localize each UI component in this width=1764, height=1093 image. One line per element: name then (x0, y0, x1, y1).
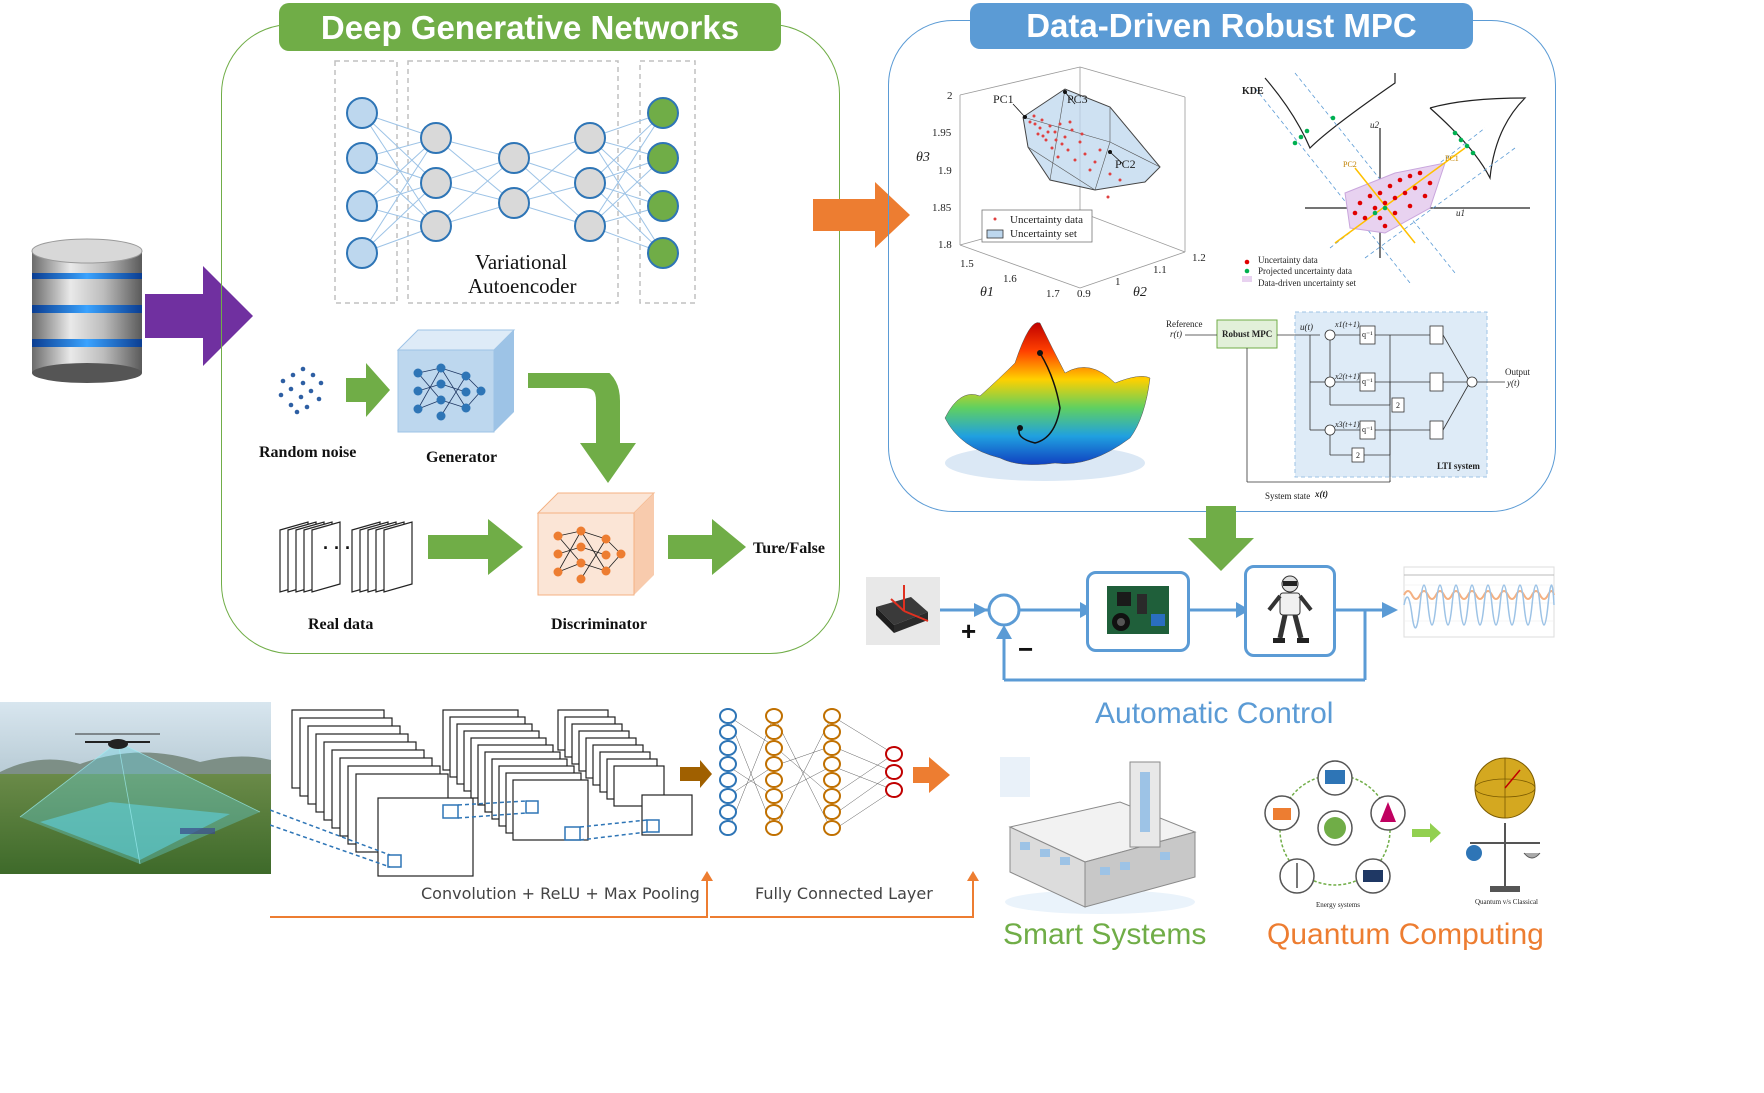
response-plot (1396, 565, 1556, 652)
motor-driver-icon (1107, 586, 1169, 634)
legend-set-label: Uncertainty set (1010, 228, 1077, 240)
generator-label: Generator (426, 449, 498, 466)
quantum-classical-label: Quantum v/s Classical (1475, 898, 1538, 906)
y-axis-label: θ2 (1133, 285, 1147, 300)
random-noise-icon (275, 365, 335, 420)
output-label: Output (1505, 367, 1531, 377)
green-arrow-icon (346, 363, 391, 423)
purple-arrow-icon (145, 266, 255, 371)
output-signal: y(t) (1507, 378, 1520, 388)
real-data-dots: · · · (323, 538, 351, 558)
sensor-image (866, 577, 940, 650)
delay-block: q⁻¹ (1362, 377, 1373, 386)
discriminator-label: Discriminator (551, 616, 647, 633)
real-data-icon (278, 518, 418, 598)
energy-systems-label: Energy systems (1316, 901, 1361, 909)
delay-block: q⁻¹ (1362, 330, 1373, 339)
energy-systems-image (1255, 758, 1415, 913)
kde-legend-item: Uncertainty data (1258, 255, 1318, 265)
z-tick: 1.8 (938, 239, 952, 251)
y-tick: 0.9 (1077, 288, 1091, 300)
y-tick: 1 (1115, 276, 1121, 288)
robot-box (1244, 565, 1336, 657)
z-tick: 1.9 (938, 165, 952, 177)
pc3-label: PC3 (1067, 92, 1088, 106)
x-tick: 1.7 (1046, 288, 1060, 300)
kde-plot (1235, 68, 1535, 288)
x-tick: 1.6 (1003, 273, 1017, 285)
green-arrow-icon (428, 519, 524, 580)
vae-label-line2: Autoencoder (468, 274, 577, 298)
gain-block: 2 (1396, 401, 1400, 410)
dgn-title: Deep Generative Networks (279, 3, 781, 51)
discriminator-cube-icon (536, 491, 661, 606)
curved-arrow-icon (528, 364, 638, 493)
real-data-label: Real data (308, 616, 374, 633)
x-tick: 1.5 (960, 258, 974, 270)
z-tick: 1.95 (932, 127, 952, 139)
automatic-control-label: Automatic Control (1095, 697, 1334, 730)
delay-block: q⁻¹ (1362, 425, 1373, 434)
smart-systems-label: Smart Systems (1003, 918, 1207, 951)
y-tick: 1.1 (1153, 264, 1167, 276)
u2-label: u2 (1370, 120, 1379, 130)
database-icon (30, 235, 145, 385)
orange-arrow-icon (913, 757, 951, 798)
lti-label: LTI system (1437, 461, 1480, 471)
output-label: Ture/False (753, 540, 826, 557)
y-tick: 1.2 (1192, 252, 1206, 264)
random-noise-label: Random noise (259, 444, 357, 461)
minus-sign: − (1018, 634, 1034, 664)
fully-connected-network (712, 706, 912, 846)
pc1-kde-label: PC1 (1445, 154, 1459, 163)
drone-field-image (0, 702, 271, 874)
pc2-kde-label: PC2 (1343, 160, 1357, 169)
z-axis-label: θ3 (916, 150, 930, 165)
plus-sign: + (961, 616, 977, 646)
green-arrow-icon (668, 519, 748, 580)
mpc-title: Data-Driven Robust MPC (970, 3, 1473, 49)
state-x2-label: x2(t+1) (1335, 372, 1360, 381)
vae-network (330, 58, 700, 313)
gain-block: 2 (1356, 451, 1360, 460)
system-state-label: System state (1265, 491, 1311, 501)
reference-signal: r(t) (1170, 329, 1182, 339)
fc-label: Fully Connected Layer (755, 884, 933, 903)
kde-legend-item: Projected uncertainty data (1258, 266, 1352, 276)
z-tick: 1.85 (932, 202, 952, 214)
surface-plot (940, 318, 1155, 488)
generator-cube-icon (396, 328, 521, 443)
green-arrow-icon (1412, 823, 1442, 848)
x-axis-label: θ1 (980, 285, 994, 300)
pc1-label: PC1 (993, 92, 1014, 106)
controller-box (1086, 571, 1190, 652)
smart-building-image (1000, 757, 1205, 922)
control-loop (940, 565, 1400, 695)
kde-label: KDE (1242, 86, 1264, 97)
legend-data-label: Uncertainty data (1010, 214, 1083, 226)
state-x1-label: x1(t+1) (1335, 320, 1360, 329)
reference-label: Reference (1166, 319, 1203, 329)
kde-legend-item: Data-driven uncertainty set (1258, 278, 1356, 288)
uncertainty-3d-plot (910, 62, 1215, 312)
vae-label-line1: Variational (475, 250, 568, 274)
u1-label: u1 (1456, 208, 1465, 218)
green-down-arrow-icon (1188, 506, 1256, 577)
quantum-computing-label: Quantum Computing (1267, 918, 1544, 951)
input-signal: u(t) (1300, 322, 1313, 332)
system-state-signal: x(t) (1315, 489, 1328, 499)
state-x3-label: x3(t+1) (1335, 420, 1360, 429)
mpc-block-diagram (1160, 310, 1530, 505)
robust-mpc-block: Robust MPC (1222, 329, 1273, 339)
orange-arrow-icon (813, 182, 911, 253)
conv-label: Convolution + ReLU + Max Pooling (421, 884, 700, 903)
z-tick: 2 (947, 90, 953, 102)
pc2-label: PC2 (1115, 157, 1136, 171)
quantum-scale-image (1460, 748, 1550, 903)
robot-icon (1267, 575, 1313, 643)
